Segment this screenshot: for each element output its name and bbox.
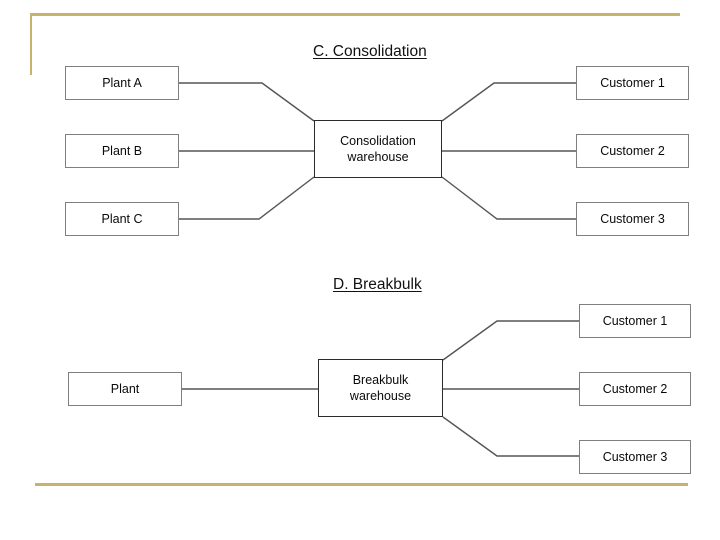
node-label: Plant B [101, 144, 143, 158]
node-consolidation-warehouse[interactable]: Consolidation warehouse [314, 120, 442, 178]
link-breakbulk-warehouse-to-customer-1 [442, 320, 579, 361]
link-consolidation-warehouse-to-customer-3 [441, 176, 576, 220]
node-label-line-2: warehouse [349, 389, 412, 403]
node-consolidation-customer-3[interactable]: Customer 3 [576, 202, 689, 236]
node-label: Customer 1 [602, 314, 668, 328]
node-label: Plant A [102, 76, 142, 90]
accent-line-bottom [35, 483, 688, 486]
node-label: Customer 3 [600, 212, 665, 226]
node-consolidation-customer-1[interactable]: Customer 1 [576, 66, 689, 100]
node-label-line-1: Breakbulk [352, 373, 409, 387]
node-breakbulk-customer-1[interactable]: Customer 1 [579, 304, 691, 338]
node-plant-b[interactable]: Plant B [65, 134, 179, 168]
node-plant-a[interactable]: Plant A [65, 66, 179, 100]
node-label: Consolidation warehouse [340, 133, 416, 165]
node-label: Customer 2 [600, 144, 665, 158]
node-label: Customer 1 [600, 76, 665, 90]
node-label-line-1: Consolidation [340, 134, 416, 148]
link-consolidation-warehouse-to-customer-1 [441, 82, 576, 122]
node-label: Plant C [101, 212, 143, 226]
node-label: Customer 3 [602, 450, 668, 464]
accent-line-top [30, 13, 680, 16]
node-label: Breakbulk warehouse [350, 372, 411, 404]
node-consolidation-customer-2[interactable]: Customer 2 [576, 134, 689, 168]
link-breakbulk-warehouse-to-customer-3 [442, 416, 579, 457]
node-label-line-2: warehouse [347, 150, 409, 164]
node-breakbulk-warehouse[interactable]: Breakbulk warehouse [318, 359, 443, 417]
accent-line-left [30, 13, 32, 75]
node-breakbulk-customer-2[interactable]: Customer 2 [579, 372, 691, 406]
node-plant-c[interactable]: Plant C [65, 202, 179, 236]
node-plant[interactable]: Plant [68, 372, 182, 406]
node-label: Plant [110, 382, 140, 396]
node-label: Customer 2 [602, 382, 668, 396]
link-plant-a-to-consolidation-warehouse [179, 82, 315, 122]
node-breakbulk-customer-3[interactable]: Customer 3 [579, 440, 691, 474]
link-plant-c-to-consolidation-warehouse [179, 176, 315, 220]
section-title-consolidation: C. Consolidation [313, 43, 427, 60]
section-title-breakbulk: D. Breakbulk [333, 276, 422, 293]
